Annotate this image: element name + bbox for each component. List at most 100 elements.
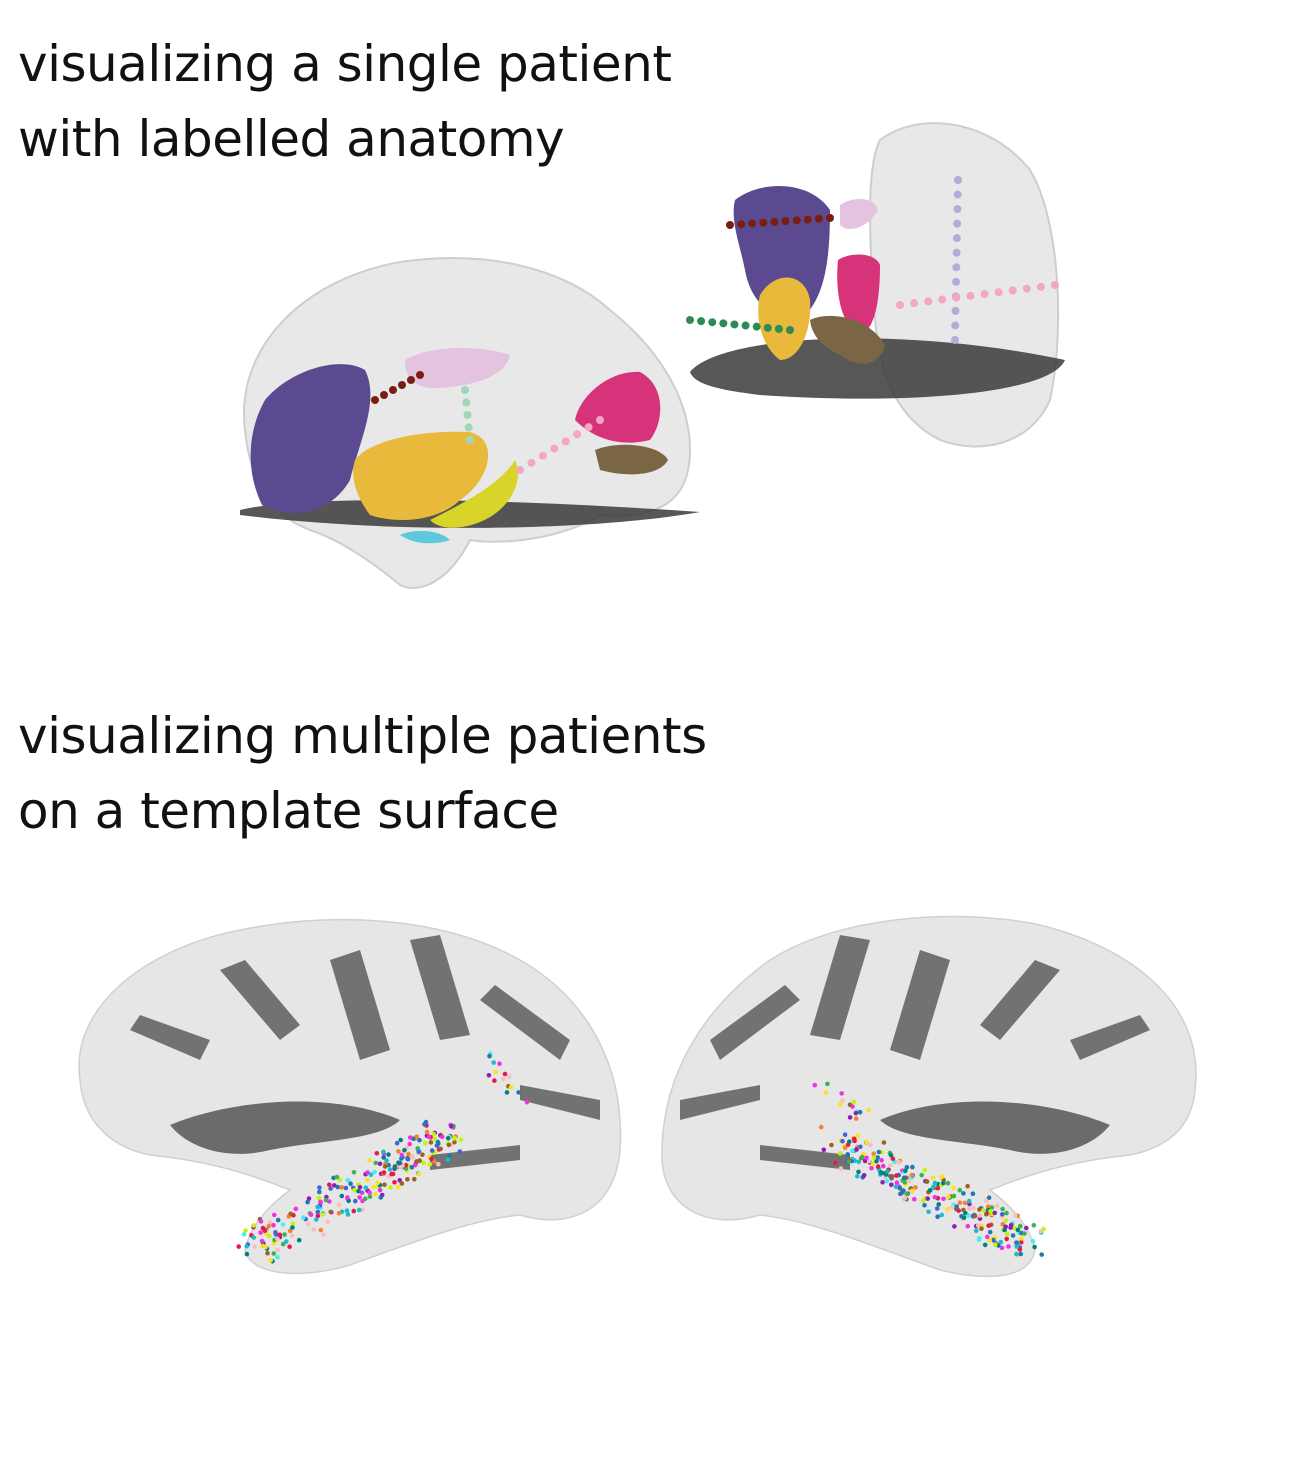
electrode-contact [345, 1178, 351, 1183]
electrode-contact [966, 291, 975, 300]
electrode-contact [398, 1164, 404, 1170]
electrode-contact [1022, 1231, 1027, 1236]
electrode-contact [501, 1076, 506, 1082]
electrode-contact [1012, 1213, 1018, 1218]
electrode-contact [993, 1242, 998, 1248]
electrode-contact [879, 1157, 884, 1163]
electrode-contact [421, 1160, 426, 1166]
electrode-contact [939, 1174, 944, 1180]
electrode-contact [759, 218, 768, 227]
electrode-contact [823, 1090, 828, 1095]
electrode-contact [375, 1180, 381, 1186]
electrode-contact [999, 1245, 1005, 1251]
electrode-contact [445, 1157, 451, 1162]
electrode-contact [910, 1164, 915, 1170]
electrode-contact [287, 1228, 293, 1234]
electrode-contact [397, 1178, 403, 1183]
electrode-contact [1015, 1227, 1021, 1233]
electrode-contact [396, 1149, 401, 1154]
electrode-contact [416, 1149, 422, 1154]
heading-single-patient: visualizing a single patient with labell… [18, 27, 672, 177]
electrode-contact [271, 1223, 276, 1228]
electrode-contact [428, 1140, 434, 1145]
electrode-contact [956, 1208, 961, 1213]
electrode-contact [280, 1241, 286, 1247]
electrode-contact [861, 1173, 867, 1178]
electrode-contact [901, 1175, 907, 1181]
electrode-contact [896, 301, 904, 309]
electrode-contact [372, 1192, 378, 1197]
electrode-contact [305, 1221, 311, 1227]
electrode-contact [864, 1139, 869, 1145]
electrode-contact [904, 1165, 910, 1170]
electrode-contact [922, 1203, 927, 1208]
electrode-contact [399, 1156, 404, 1161]
electrode-contact [461, 386, 469, 394]
electrode-contact [266, 1233, 272, 1239]
electrode-contact [708, 318, 717, 327]
electrode-contact [360, 1198, 365, 1204]
electrode-contact [992, 1210, 997, 1216]
electrode-contact [838, 1166, 844, 1171]
electrode-contact [417, 1158, 423, 1163]
electrode-contact [287, 1244, 292, 1249]
electrode-contact [1038, 1229, 1044, 1234]
electrode-contact [935, 1185, 941, 1191]
electrode-contact [897, 1185, 903, 1191]
electrode-contact [752, 322, 761, 331]
electrode-contact [976, 1223, 981, 1228]
electrode-contact [351, 1208, 357, 1214]
electrode-contact [406, 1151, 411, 1157]
electrode-contact [880, 1180, 885, 1185]
electrode-contact [922, 1168, 928, 1173]
electrode-contact [432, 1159, 437, 1164]
electrode-contact [321, 1232, 326, 1237]
electrode-contact [970, 1191, 976, 1196]
electrode-contact [924, 1179, 930, 1184]
electrode-contact [945, 1206, 950, 1212]
electrode-contact [930, 1175, 936, 1180]
electrode-contact [951, 321, 960, 330]
electrode-contact [855, 1174, 860, 1179]
electrode-contact [818, 1124, 824, 1130]
electrode-contact [855, 1133, 860, 1139]
electrode-contact [381, 1149, 386, 1155]
electrode-contact [972, 1213, 978, 1219]
electrode-contact [271, 1241, 277, 1246]
electrode-contact [932, 1180, 938, 1186]
electrode-contact [266, 1223, 272, 1229]
electrode-contact [502, 1071, 508, 1077]
electrode-contact [821, 1147, 827, 1153]
electrode-contact [987, 1229, 993, 1235]
electrode-contact [335, 1184, 341, 1190]
electrode-contact [977, 1207, 982, 1212]
electrode-contact [890, 1156, 896, 1161]
electrode-contact [275, 1247, 280, 1253]
electrode-contact [833, 1160, 838, 1166]
electrode-contact [961, 1215, 967, 1221]
electrode-contact [982, 1242, 988, 1248]
electrode-contact [289, 1233, 295, 1238]
electrode-contact [412, 1176, 417, 1182]
electrode-contact [357, 1195, 362, 1200]
electrode-contact [837, 1151, 843, 1156]
electrode-contact [409, 1165, 415, 1170]
electrode-contact [888, 1163, 893, 1168]
electrode-contact [288, 1211, 294, 1217]
electrode-contact [879, 1170, 884, 1176]
electrode-contact [397, 1160, 403, 1166]
electrode-contact [275, 1254, 280, 1260]
electrode-contact [981, 1208, 986, 1213]
electrode-contact [842, 1145, 848, 1150]
electrode-contact [236, 1244, 241, 1249]
coronal-brain-render [690, 122, 1065, 448]
electrode-contact [945, 1180, 951, 1186]
electrode-contact [697, 317, 706, 326]
electrode-contact [315, 1204, 321, 1210]
electrode-contact [966, 1198, 972, 1204]
electrode-contact [497, 1061, 502, 1066]
electrode-contact [854, 1147, 859, 1152]
electrode-contact [847, 1115, 853, 1120]
electrode-contact [290, 1221, 296, 1226]
electrode-contact [874, 1159, 879, 1164]
